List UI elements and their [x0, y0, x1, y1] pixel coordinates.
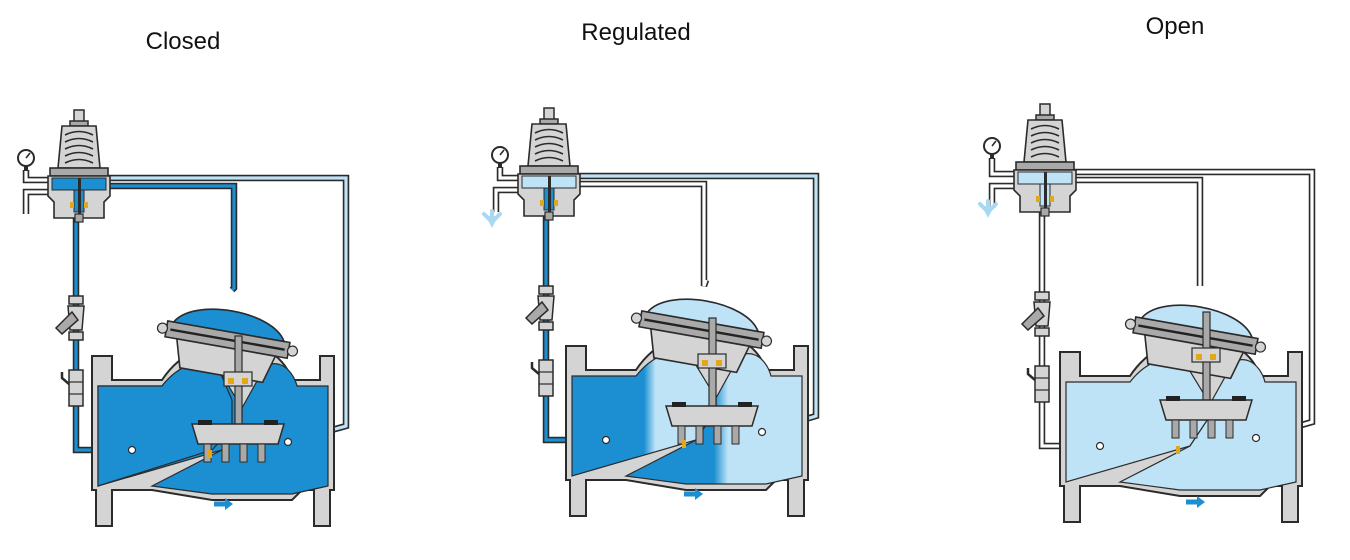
valve-stem — [664, 317, 760, 445]
inlet-tap — [601, 435, 611, 445]
pilot-stem — [78, 178, 81, 214]
strainer-icon — [524, 285, 555, 331]
pilot-diaphragm-flange — [49, 167, 109, 177]
title-open: Open — [1145, 13, 1205, 40]
main-valve — [565, 298, 809, 517]
ball-valve-icon — [60, 369, 84, 407]
relief-arrow-icon — [978, 199, 998, 218]
control-chamber — [172, 308, 286, 343]
adjusting-screw — [1039, 103, 1051, 117]
pilot-stem — [1044, 172, 1047, 208]
valve-stem — [190, 335, 286, 463]
ball-valve-icon — [1026, 365, 1050, 403]
title-regulated: Regulated — [581, 19, 691, 46]
pressure-gauge-icon — [491, 146, 509, 168]
pilot-valve — [1013, 103, 1077, 217]
valve-plug — [190, 423, 286, 445]
title-closed: Closed — [145, 28, 221, 55]
tube-drain — [492, 186, 520, 212]
tube-gauge — [988, 158, 1016, 178]
tube-pilot-to-chamber — [106, 182, 238, 293]
valve-regulated — [482, 107, 820, 517]
diaphragm — [1138, 324, 1253, 347]
control-chamber — [646, 298, 760, 333]
pressure-gauge-icon — [983, 137, 1001, 159]
pilot-diaphragm-flange — [519, 165, 579, 175]
valve-open — [978, 103, 1316, 523]
pilot-diaphragm-flange — [1015, 161, 1075, 171]
valve-plug — [664, 405, 760, 427]
main-valve — [1059, 304, 1303, 523]
strainer-icon — [1020, 291, 1051, 337]
spring-icon — [64, 130, 94, 164]
ball-valve-icon — [530, 359, 554, 397]
spring-icon — [1030, 124, 1060, 158]
adjusting-screw — [73, 109, 85, 123]
outlet-tap — [1251, 433, 1261, 443]
tube-pilot-to-chamber — [1072, 176, 1204, 286]
diaphragm — [644, 318, 759, 341]
valve-closed — [17, 109, 350, 527]
pilot-stem — [548, 176, 551, 212]
pilot-valve — [47, 109, 111, 223]
tube-drain — [988, 182, 1016, 208]
control-chamber — [1140, 304, 1254, 339]
spring-icon — [534, 128, 564, 162]
inlet-tap — [127, 445, 137, 455]
main-valve — [91, 308, 335, 527]
outlet-tap — [757, 427, 767, 437]
pressure-gauge-icon — [17, 149, 35, 171]
flow-arrow-icon — [214, 498, 233, 510]
valve-plug — [1158, 399, 1254, 421]
valve-stem — [1158, 311, 1254, 439]
inlet-tap — [1095, 441, 1105, 451]
strainer-icon — [54, 295, 85, 341]
pilot-valve — [517, 107, 581, 221]
flow-arrow-icon — [684, 488, 703, 500]
outlet-tap — [283, 437, 293, 447]
tube-gauge — [22, 170, 50, 184]
tube-pilot-to-chamber — [576, 180, 710, 288]
flow-arrow-icon — [1186, 496, 1205, 508]
adjusting-screw — [543, 107, 555, 121]
tube-drain — [22, 188, 50, 214]
diaphragm — [170, 328, 285, 351]
relief-arrow-icon — [482, 209, 502, 228]
tube-gauge — [496, 167, 520, 182]
